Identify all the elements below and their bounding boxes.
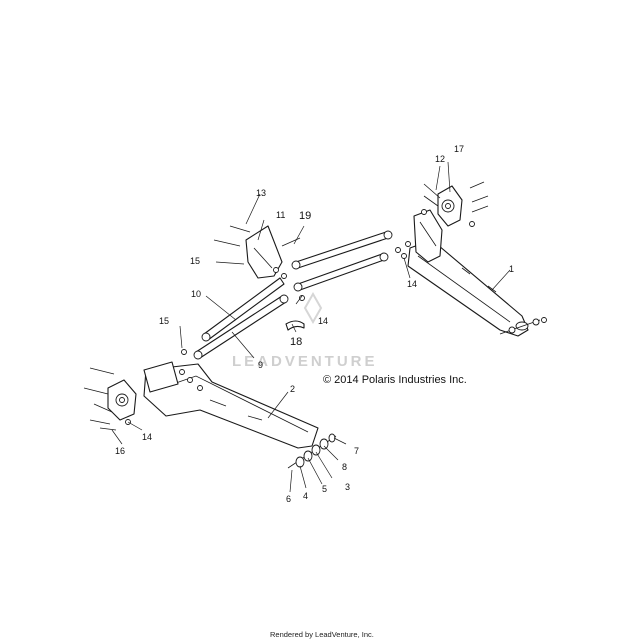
callout-14-right: 14 — [407, 279, 417, 289]
pivot-hardware-stack — [287, 433, 337, 469]
callout-11: 11 — [276, 210, 285, 220]
left-trailing-arm — [83, 361, 319, 449]
callout-7: 7 — [354, 446, 359, 456]
callout-18: 18 — [290, 336, 302, 348]
callout-1: 1 — [509, 264, 514, 274]
leadventure-watermark: LEADVENTURE — [232, 291, 378, 370]
leader-lines — [111, 161, 511, 493]
callout-9: 9 — [258, 360, 263, 370]
callout-10: 10 — [191, 289, 201, 299]
callout-15-lower: 15 — [159, 316, 169, 326]
callout-5: 5 — [322, 484, 327, 494]
callout-2: 2 — [290, 384, 295, 394]
lower-radius-rods — [181, 277, 289, 360]
callout-6: 6 — [286, 494, 291, 504]
watermark-text: LEADVENTURE — [232, 353, 378, 370]
callout-14-center: 14 — [318, 316, 328, 326]
callout-3: 3 — [345, 482, 350, 492]
clip-18 — [285, 320, 305, 331]
callout-13: 13 — [256, 188, 266, 198]
callout-17: 17 — [454, 144, 464, 154]
right-trailing-arm — [395, 181, 547, 337]
upper-radius-rods — [281, 230, 393, 292]
frame-bracket — [213, 225, 287, 279]
callout-19: 19 — [299, 210, 311, 222]
callout-4: 4 — [303, 491, 308, 501]
callout-labels: 1 2 3 4 5 6 7 8 9 10 11 12 13 14 14 14 1… — [115, 144, 514, 504]
callout-16: 16 — [115, 446, 125, 456]
callout-15-upper: 15 — [190, 256, 200, 266]
callout-8: 8 — [342, 462, 347, 472]
callout-14-left: 14 — [142, 432, 152, 442]
copyright-notice: © 2014 Polaris Industries Inc. — [323, 374, 467, 386]
callout-12: 12 — [435, 154, 445, 164]
nut-14 — [299, 295, 305, 301]
footer-credit: Rendered by LeadVenture, Inc. — [270, 630, 374, 639]
